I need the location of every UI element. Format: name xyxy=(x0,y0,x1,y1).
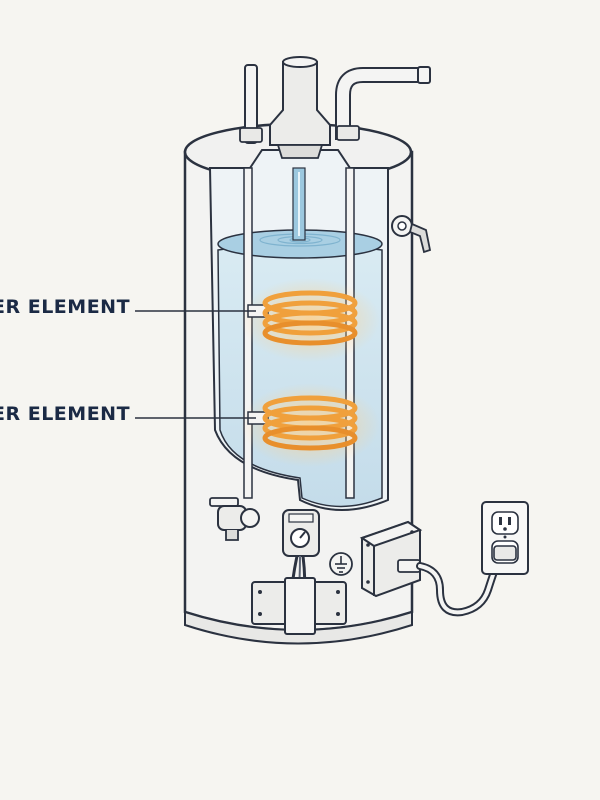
lower-heating-element xyxy=(240,383,380,467)
callout-leaders xyxy=(135,310,256,419)
power-outlet-icon xyxy=(481,501,529,575)
upper-heating-element xyxy=(240,278,380,362)
ground-symbol-icon xyxy=(329,552,353,576)
power-cable xyxy=(416,552,504,617)
upper-element-label: ER ELEMENT xyxy=(0,296,131,318)
access-panel xyxy=(251,577,347,635)
thermostat-icon xyxy=(282,509,320,557)
faucet-icon xyxy=(391,215,432,254)
top-fittings xyxy=(239,56,431,159)
lower-element-label: ER ELEMENT xyxy=(0,403,131,425)
inlet-stream xyxy=(292,167,306,241)
junction-box-icon xyxy=(359,520,423,598)
drain-valve-icon xyxy=(209,497,260,541)
